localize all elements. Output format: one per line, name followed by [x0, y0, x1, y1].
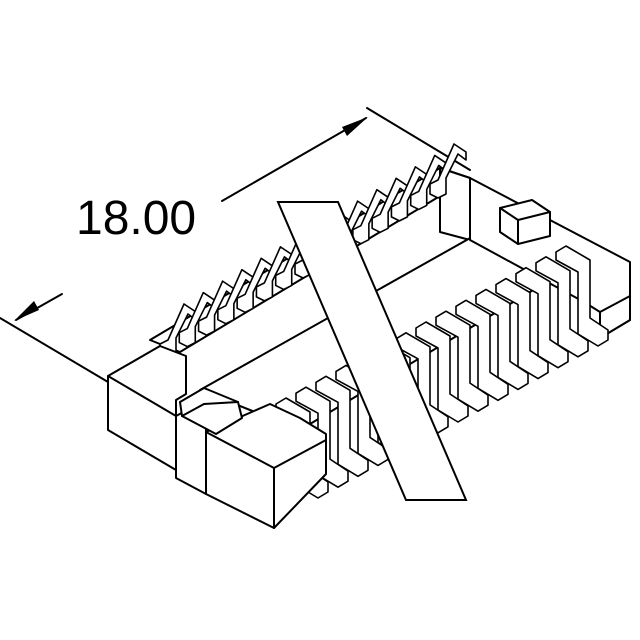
front-pin	[315, 375, 369, 478]
rear-pin-body	[197, 280, 236, 336]
front-pin	[475, 288, 529, 391]
front-pin-body	[395, 332, 449, 434]
rear-pin	[390, 166, 429, 222]
front-pin	[395, 332, 449, 434]
front-pin	[435, 310, 489, 412]
rear-pin-body	[217, 268, 255, 325]
front-pin	[455, 299, 509, 402]
front-pin-body	[535, 256, 589, 358]
rear-pin	[371, 177, 409, 234]
rear-pin	[197, 280, 236, 336]
front-pin	[515, 266, 569, 369]
break-marker	[276, 201, 468, 501]
front-pin	[555, 245, 609, 347]
front-pin-body	[415, 321, 469, 423]
rear-pin-body	[255, 246, 294, 302]
front-pin-body	[495, 277, 549, 380]
rear-pin	[429, 143, 467, 199]
dimension-value: 18.00	[76, 192, 196, 245]
front-pin-body	[515, 266, 569, 369]
rear-pin	[236, 257, 274, 314]
front-pin	[495, 277, 549, 380]
rear-pin-body	[352, 188, 390, 245]
front-pin	[415, 321, 469, 423]
rear-pin-body	[236, 257, 274, 314]
front-pin-body	[315, 375, 369, 478]
extension-line-left	[0, 317, 109, 383]
rear-pin	[409, 154, 448, 211]
arrowhead-left	[14, 301, 39, 321]
dimension-line-right	[221, 117, 367, 202]
rear-pin-body	[371, 177, 409, 234]
rear-pin-body	[409, 154, 448, 211]
rear-pin-body	[390, 166, 429, 222]
arrowhead-right	[342, 117, 368, 136]
front-pin-body	[435, 310, 489, 412]
rear-pin-row	[159, 143, 467, 359]
rear-pin-body	[429, 143, 467, 199]
rear-pin-body	[178, 291, 217, 348]
front-pin-body	[555, 245, 609, 347]
front-pin-body	[475, 288, 529, 391]
rear-pin	[352, 188, 390, 245]
left-end-block	[107, 345, 327, 529]
rear-pin	[178, 291, 217, 348]
rear-pin	[255, 246, 294, 302]
front-pin-body	[455, 299, 509, 402]
rear-pin	[217, 268, 255, 325]
front-pin	[535, 256, 589, 358]
dimension-annotation: 18.00	[0, 107, 471, 383]
